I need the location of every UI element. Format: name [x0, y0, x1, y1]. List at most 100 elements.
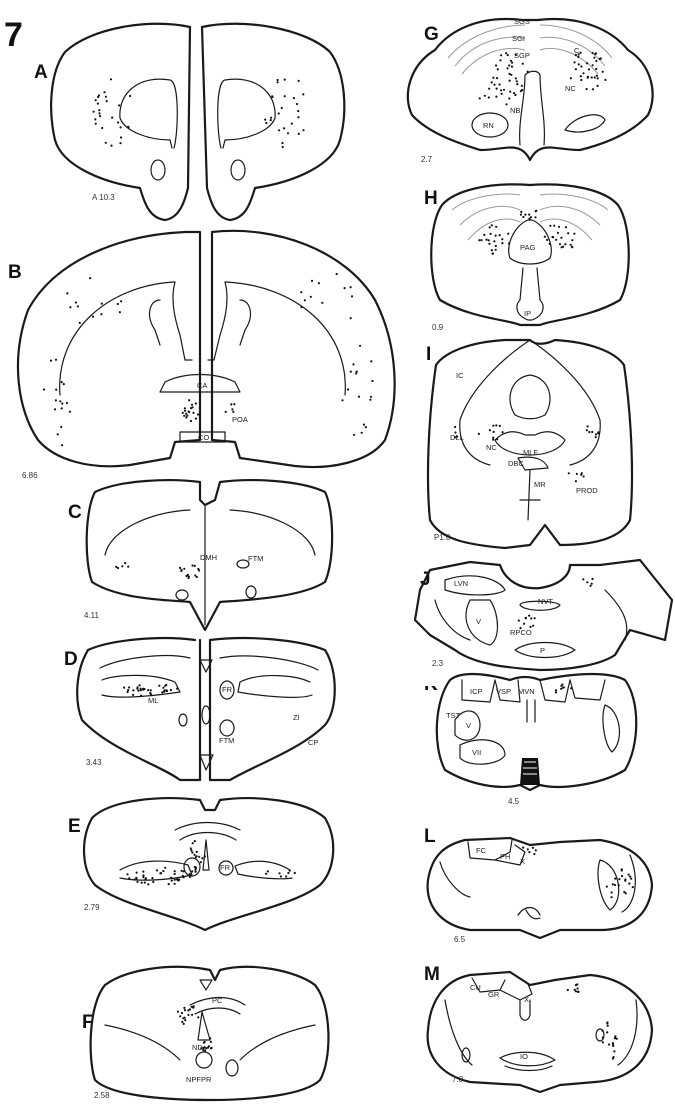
labelled-cell-dot	[351, 295, 353, 297]
labelled-cell-dot	[535, 210, 537, 212]
labelled-cell-dot	[136, 872, 138, 874]
labelled-cell-dot	[558, 226, 560, 228]
labelled-cell-dot	[359, 345, 361, 347]
panel-coord: 2.7	[421, 155, 433, 164]
labelled-cell-dot	[489, 226, 491, 228]
labelled-cell-dot	[507, 233, 509, 235]
labelled-cell-dot	[606, 886, 608, 888]
labelled-cell-dot	[495, 235, 497, 237]
labelled-cell-dot	[567, 989, 569, 991]
labelled-cell-dot	[231, 408, 233, 410]
labelled-cell-dot	[496, 88, 498, 90]
label: PH	[500, 852, 510, 861]
labelled-cell-dot	[560, 688, 562, 690]
labelled-cell-dot	[270, 119, 272, 121]
labelled-cell-dot	[210, 1047, 212, 1049]
labelled-cell-dot	[291, 123, 293, 125]
labelled-cell-dot	[181, 870, 183, 872]
labelled-cell-dot	[209, 1037, 211, 1039]
label: ML	[148, 696, 158, 705]
labelled-cell-dot	[499, 425, 501, 427]
labelled-cell-dot	[624, 878, 626, 880]
dots-l	[522, 847, 634, 899]
labelled-cell-dot	[535, 849, 537, 851]
label: DMH	[200, 553, 217, 562]
labelled-cell-dot	[532, 847, 534, 849]
labelled-cell-dot	[171, 880, 173, 882]
labelled-cell-dot	[186, 415, 188, 417]
labelled-cell-dot	[336, 273, 338, 275]
label: RPCO	[510, 628, 532, 637]
panel-coord: 0.9	[432, 323, 444, 332]
labelled-cell-dot	[225, 411, 227, 413]
label: FR	[220, 863, 231, 872]
labelled-cell-dot	[513, 92, 515, 94]
labelled-cell-dot	[479, 97, 481, 99]
labelled-cell-dot	[304, 299, 306, 301]
labelled-cell-dot	[595, 60, 597, 62]
labelled-cell-dot	[616, 1038, 618, 1040]
labelled-cell-dot	[594, 76, 596, 78]
labelled-cell-dot	[586, 581, 588, 583]
labelled-cell-dot	[265, 122, 267, 124]
labelled-cell-dot	[511, 66, 513, 68]
labelled-cell-dot	[152, 881, 154, 883]
dots-a	[93, 78, 305, 148]
labelled-cell-dot	[629, 876, 631, 878]
labelled-cell-dot	[89, 277, 91, 279]
labelled-cell-dot	[580, 79, 582, 81]
labelled-cell-dot	[55, 359, 57, 361]
labelled-cell-dot	[75, 301, 77, 303]
labelled-cell-dot	[602, 1036, 604, 1038]
labelled-cell-dot	[55, 399, 57, 401]
labelled-cell-dot	[181, 1012, 183, 1014]
labelled-cell-dot	[50, 360, 52, 362]
labelled-cell-dot	[608, 1043, 610, 1045]
labelled-cell-dot	[168, 883, 170, 885]
labelled-cell-dot	[195, 402, 197, 404]
labelled-cell-dot	[162, 687, 164, 689]
labelled-cell-dot	[492, 439, 494, 441]
labelled-cell-dot	[612, 1057, 614, 1059]
labelled-cell-dot	[184, 1009, 186, 1011]
labelled-cell-dot	[370, 396, 372, 398]
figure-number: 7	[4, 16, 23, 54]
labelled-cell-dot	[533, 853, 535, 855]
labelled-cell-dot	[612, 1042, 614, 1044]
labelled-cell-dot	[480, 239, 482, 241]
labelled-cell-dot	[347, 388, 349, 390]
labelled-cell-dot	[501, 242, 503, 244]
labelled-cell-dot	[99, 115, 101, 117]
panel-coord: 2.3	[432, 659, 444, 668]
labelled-cell-dot	[621, 875, 623, 877]
labelled-cell-dot	[103, 91, 105, 93]
label: NVT	[538, 597, 553, 606]
labelled-cell-dot	[497, 68, 499, 70]
labelled-cell-dot	[140, 688, 142, 690]
label: DLL	[450, 433, 464, 442]
labelled-cell-dot	[565, 226, 567, 228]
labelled-cell-dot	[189, 876, 191, 878]
labelled-cell-dot	[590, 585, 592, 587]
labelled-cell-dot	[602, 71, 604, 73]
panel-coord: 6.5	[454, 935, 466, 944]
labelled-cell-dot	[127, 689, 129, 691]
labelled-cell-dot	[581, 472, 583, 474]
panel-d: D ML FR ZI FTM CP 3.43	[64, 638, 335, 780]
labelled-cell-dot	[350, 371, 352, 373]
labelled-cell-dot	[591, 76, 593, 78]
labelled-cell-dot	[500, 54, 502, 56]
labelled-cell-dot	[524, 214, 526, 216]
labelled-cell-dot	[527, 848, 529, 850]
labelled-cell-dot	[612, 1045, 614, 1047]
labelled-cell-dot	[496, 438, 498, 440]
labelled-cell-dot	[118, 104, 120, 106]
labelled-cell-dot	[98, 94, 100, 96]
labelled-cell-dot	[555, 691, 557, 693]
panel-coord: 4.5	[508, 797, 520, 806]
labelled-cell-dot	[191, 870, 193, 872]
labelled-cell-dot	[69, 411, 71, 413]
labelled-cell-dot	[98, 109, 100, 111]
labelled-cell-dot	[370, 360, 372, 362]
panel-h: H PAG IP 0.9	[424, 184, 629, 332]
